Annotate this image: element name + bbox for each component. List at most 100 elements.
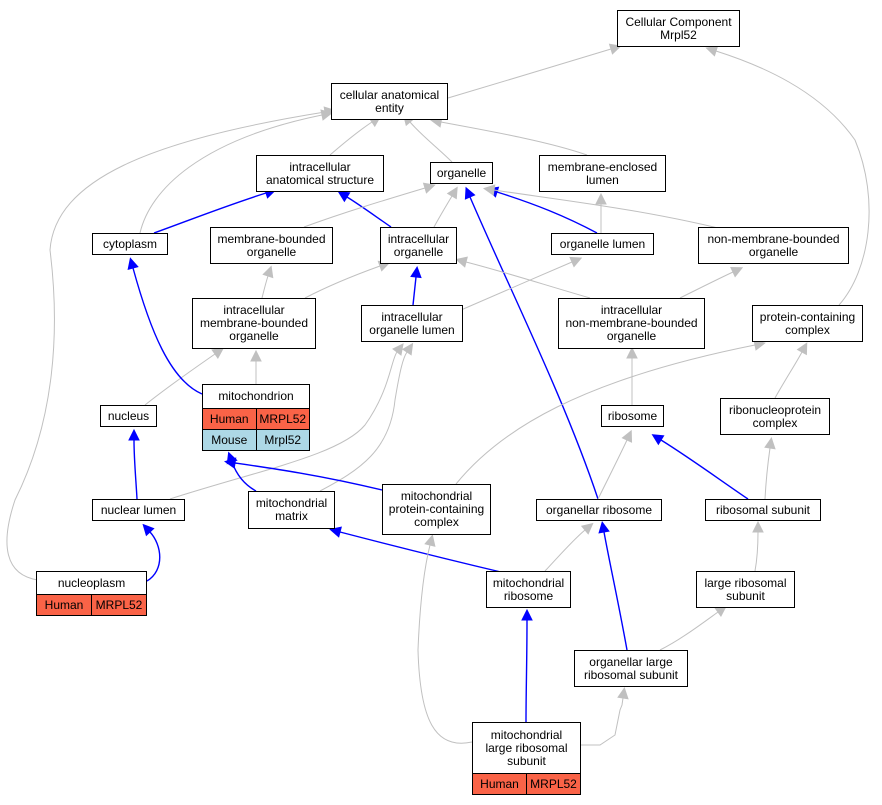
edge-iol-to-io (410, 265, 422, 306)
edge-ol-to-organelle (486, 186, 598, 234)
gene-cell: Mrpl52 (255, 430, 309, 450)
edge-ias-to-cae (329, 115, 382, 156)
term-label: large ribosomal subunit (704, 575, 787, 603)
edge-orib-to-organelle (464, 186, 599, 500)
term-node-inmbo[interactable]: intracellular non-membrane-bounded organ… (558, 298, 705, 349)
term-node-iol[interactable]: intracellular organelle lumen (361, 305, 463, 342)
term-label: cellular anatomical entity (339, 87, 440, 115)
edge-mlrs-to-mpcc (417, 534, 473, 744)
edge-orib-to-ribosome (597, 429, 633, 500)
edge-mm-to-iol (319, 342, 414, 492)
term-label: organelle lumen (559, 236, 646, 251)
edge-mito-to-imbo (250, 349, 262, 385)
term-label: nucleoplasm (57, 575, 126, 590)
edge-nl-to-iol (169, 343, 404, 500)
term-node-olrs[interactable]: organellar large ribosomal subunit (574, 650, 688, 687)
term-label: organellar large ribosomal subunit (583, 654, 679, 682)
term-label: cytoplasm (102, 236, 158, 251)
term-label: ribonucleoprotein complex (728, 402, 822, 430)
edge-io-to-organelle (433, 186, 458, 228)
edge-iol-to-ol (460, 256, 583, 311)
edge-rsub-to-ribosome (651, 434, 749, 500)
term-node-mpcc[interactable]: mitochondrial protein-containing complex (382, 484, 491, 535)
edge-mrib-to-mm (329, 526, 506, 574)
species-cell: Human (203, 409, 256, 429)
term-label: intracellular non-membrane-bounded organ… (565, 303, 698, 343)
edge-nucleus-to-imbo (144, 347, 225, 406)
edge-np-to-nl (142, 523, 161, 582)
edge-olrs-to-lrs (659, 605, 728, 651)
edge-imbo-to-io (304, 260, 391, 299)
term-label: mitochondrial large ribosomal subunit (485, 727, 568, 768)
term-node-mm[interactable]: mitochondrial matrix (248, 491, 335, 529)
term-node-mbo[interactable]: membrane-bounded organelle (210, 227, 333, 264)
term-node-nl[interactable]: nuclear lumen (92, 499, 185, 521)
gene-cell: MRPL52 (91, 595, 146, 615)
term-label: mitochondrial ribosome (492, 575, 565, 603)
edge-rnpc-to-pcc (774, 342, 808, 399)
term-label: intracellular organelle lumen (369, 309, 455, 337)
term-node-imbo[interactable]: intracellular membrane-bounded organelle (192, 298, 316, 349)
edge-cae-to-cc (447, 43, 622, 99)
edge-ribosome-to-inmbo (626, 346, 638, 406)
term-label: ribosome (607, 408, 658, 423)
edge-inmbo-to-io (455, 256, 591, 299)
term-label: nuclear lumen (100, 502, 177, 517)
edge-rsub-to-rnpc (764, 436, 776, 500)
edge-io-to-ias (337, 191, 392, 228)
edge-organelle-to-cae (402, 113, 453, 163)
term-node-orib[interactable]: organellar ribosome (536, 499, 662, 521)
term-node-nucleus[interactable]: nucleus (100, 405, 157, 427)
edge-mpcc-to-pcc (455, 339, 766, 485)
edge-mlrs-to-olrs (581, 686, 629, 746)
term-label: organelle (436, 165, 487, 180)
edge-mm-to-mito (226, 451, 257, 492)
edge-olrs-to-orib (598, 521, 628, 651)
term-label: intracellular membrane-bounded organelle (199, 303, 309, 343)
edge-ol-to-mel (595, 192, 607, 233)
edge-mel-to-cae (430, 116, 588, 156)
term-node-rnpc[interactable]: ribonucleoprotein complex (720, 398, 830, 435)
edge-mlrs-to-mrib (521, 608, 533, 723)
term-node-pcc[interactable]: protein-containing complex (752, 305, 863, 342)
term-node-cytoplasm[interactable]: cytoplasm (92, 233, 168, 255)
term-label: mitochondrial protein-containing complex (388, 489, 485, 529)
term-label: organellar ribosome (545, 502, 653, 517)
term-node-organelle[interactable]: organelle (430, 162, 493, 184)
term-label: membrane-bounded organelle (217, 231, 326, 259)
term-node-cae[interactable]: cellular anatomical entity (331, 83, 448, 120)
term-node-ribosome[interactable]: ribosome (601, 405, 664, 427)
term-node-ias[interactable]: intracellular anatomical structure (256, 155, 384, 192)
term-label: membrane-enclosed lumen (547, 159, 658, 187)
term-node-cc[interactable]: Cellular Component Mrpl52 (617, 10, 740, 47)
term-node-io[interactable]: intracellular organelle (380, 227, 457, 264)
term-label: intracellular organelle (387, 231, 450, 259)
term-label: protein-containing complex (759, 309, 856, 337)
term-label: mitochondrion (218, 389, 294, 403)
edge-mpcc-to-mito (223, 457, 383, 491)
term-label: nucleus (107, 408, 150, 423)
term-label: mitochondrial matrix (255, 496, 328, 523)
term-label: ribosomal subunit (715, 502, 811, 517)
term-node-mrib[interactable]: mitochondrial ribosome (486, 571, 571, 608)
term-node-nmbo[interactable]: non-membrane-bounded organelle (698, 227, 849, 264)
edge-lrs-to-rsub (752, 520, 764, 572)
term-node-rsub[interactable]: ribosomal subunit (705, 499, 821, 521)
edge-nl-to-nucleus (128, 428, 140, 500)
edge-nmbo-to-organelle (483, 184, 739, 234)
edge-mito-to-cytoplasm (127, 257, 203, 395)
term-node-lrs[interactable]: large ribosomal subunit (696, 571, 795, 608)
species-cell: Human (473, 774, 526, 794)
edge-pcc-to-cc (705, 45, 870, 306)
term-node-ol[interactable]: organelle lumen (551, 233, 654, 255)
edge-np-to-cae (6, 106, 336, 581)
term-node-mel[interactable]: membrane-enclosed lumen (539, 155, 666, 192)
edge-inmbo-to-nmbo (679, 266, 744, 299)
edge-mbo-to-organelle (303, 182, 436, 228)
